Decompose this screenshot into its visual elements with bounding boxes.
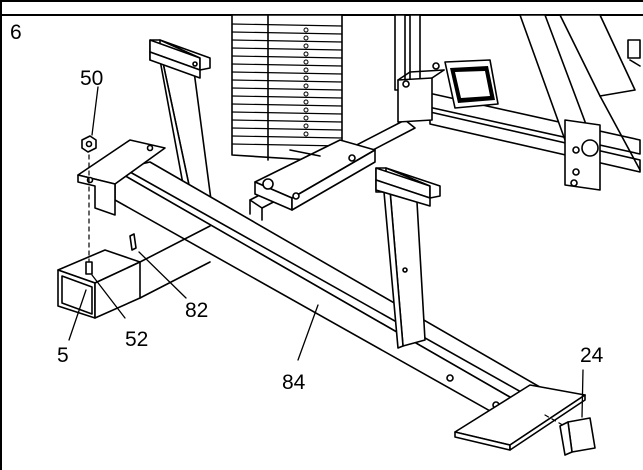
callout-52: 52 [125, 328, 149, 351]
callout-5: 5 [57, 344, 69, 367]
end-cap-guide-line [544, 414, 569, 429]
callout-50: 50 [80, 67, 104, 90]
weight-pin-holes [303, 27, 309, 137]
leader-84 [297, 304, 319, 361]
callout-leaders [68, 86, 584, 418]
step-number: 6 [10, 21, 22, 44]
leader-82 [138, 251, 187, 299]
callout-82: 82 [185, 299, 209, 322]
weight-stack [231, 14, 376, 211]
leader-52 [91, 274, 126, 319]
leader-50 [91, 86, 99, 136]
left-bracket [77, 135, 166, 275]
base-tube [114, 161, 546, 426]
callout-24: 24 [580, 344, 604, 367]
foot-pad [454, 384, 586, 451]
callout-84: 84 [282, 371, 306, 394]
bolt-52 [85, 261, 93, 275]
leader-24 [581, 369, 584, 418]
leader-5 [68, 289, 87, 341]
end-cap-24 [559, 417, 596, 456]
left-base-tube [57, 225, 211, 319]
nut-50 [81, 135, 97, 153]
weight-plate-lines [231, 23, 343, 147]
right-upright [375, 167, 441, 349]
